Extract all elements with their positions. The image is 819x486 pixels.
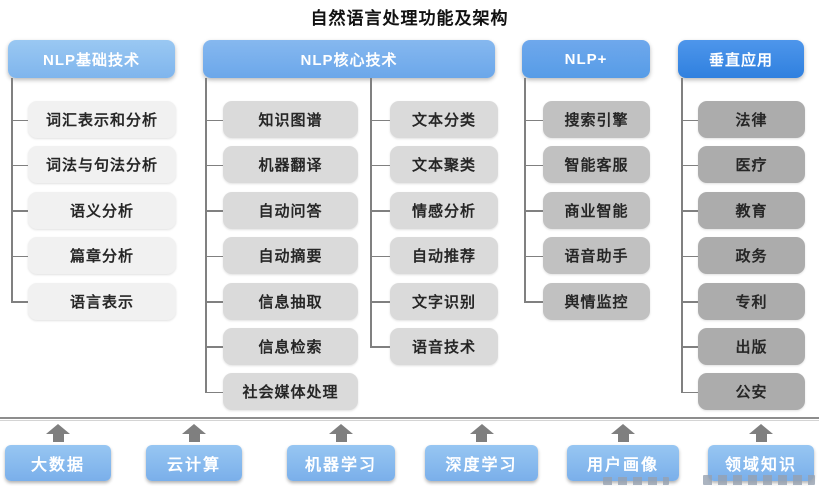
foundation-node: 深度学习 xyxy=(425,445,538,481)
diagram-node: 信息抽取 xyxy=(205,282,358,320)
foundation-unit: 云计算 xyxy=(146,424,242,481)
watermark-fragment xyxy=(703,475,815,485)
diagram-node: 医疗 xyxy=(681,146,805,184)
item-list-nlp-core-right: 文本分类文本聚类情感分析自动推荐文字识别语音技术 xyxy=(370,101,498,373)
watermark-fragment xyxy=(603,477,669,485)
diagram-node: 词汇表示和分析 xyxy=(11,101,176,138)
item-list-nlp-plus: 搜索引擎智能客服商业智能语音助手舆情监控 xyxy=(524,101,650,328)
diagram-node: 自动摘要 xyxy=(205,237,358,275)
item-list-nlp-basic: 词汇表示和分析词法与句法分析语义分析篇章分析语言表示 xyxy=(11,101,176,328)
diagram-node: 自动问答 xyxy=(205,191,358,229)
diagram-title: 自然语言处理功能及架构 xyxy=(310,9,509,28)
diagram-node: 舆情监控 xyxy=(524,282,650,320)
diagram-node: 社会媒体处理 xyxy=(205,373,358,411)
diagram-node: 词法与句法分析 xyxy=(11,146,176,184)
foundation-unit: 领域知识 xyxy=(708,424,814,481)
up-arrow-icon xyxy=(611,424,635,434)
diagram-node: 语义分析 xyxy=(11,191,176,229)
diagram-node: 政务 xyxy=(681,237,805,275)
diagram-node: 语音助手 xyxy=(524,237,650,275)
foundation-node: 大数据 xyxy=(5,445,111,481)
up-arrow-icon xyxy=(182,424,206,434)
connector-vline xyxy=(11,78,13,302)
column-header-nlp-core: NLP核心技术 xyxy=(203,40,495,78)
diagram-node: 搜索引擎 xyxy=(524,101,650,138)
diagram-node: 信息检索 xyxy=(205,327,358,365)
diagram-node: 篇章分析 xyxy=(11,237,176,275)
diagram-node: 机器翻译 xyxy=(205,146,358,184)
diagram-node: 商业智能 xyxy=(524,191,650,229)
connector-vline xyxy=(205,78,207,392)
up-arrow-icon xyxy=(329,424,353,434)
diagram-node: 教育 xyxy=(681,191,805,229)
separator-line-shadow xyxy=(0,420,819,421)
foundation-node: 机器学习 xyxy=(287,445,395,481)
up-arrow-stem xyxy=(52,434,64,442)
diagram-node: 文字识别 xyxy=(370,282,498,320)
foundation-node: 云计算 xyxy=(146,445,242,481)
diagram-node: 智能客服 xyxy=(524,146,650,184)
diagram-node: 文本分类 xyxy=(370,101,498,138)
diagram-node: 专利 xyxy=(681,282,805,320)
up-arrow-icon xyxy=(749,424,773,434)
diagram-node: 自动推荐 xyxy=(370,237,498,275)
item-list-nlp-core-left: 知识图谱机器翻译自动问答自动摘要信息抽取信息检索社会媒体处理 xyxy=(205,101,358,419)
up-arrow-stem xyxy=(617,434,629,442)
foundation-unit: 机器学习 xyxy=(287,424,395,481)
diagram-node: 公安 xyxy=(681,373,805,411)
up-arrow-icon xyxy=(46,424,70,434)
connector-vline xyxy=(370,78,372,347)
up-arrow-icon xyxy=(469,424,494,434)
up-arrow-stem xyxy=(476,434,487,442)
foundation-node: 用户画像 xyxy=(567,445,679,481)
foundation-unit: 大数据 xyxy=(5,424,111,481)
connector-vline xyxy=(524,78,526,302)
diagram-node: 语音技术 xyxy=(370,327,498,365)
diagram-node: 语言表示 xyxy=(11,282,176,320)
separator-line xyxy=(0,417,819,419)
connector-vline xyxy=(681,78,683,392)
up-arrow-stem xyxy=(188,434,200,442)
up-arrow-stem xyxy=(755,434,767,442)
diagram-node: 法律 xyxy=(681,101,805,138)
foundation-unit: 深度学习 xyxy=(425,424,538,481)
item-list-vertical-apps: 法律医疗教育政务专利出版公安 xyxy=(681,101,805,419)
up-arrow-stem xyxy=(335,434,347,442)
column-header-vertical-apps: 垂直应用 xyxy=(678,40,804,78)
diagram-node: 文本聚类 xyxy=(370,146,498,184)
foundation-unit: 用户画像 xyxy=(567,424,679,481)
diagram-node: 知识图谱 xyxy=(205,101,358,138)
column-header-nlp-basic: NLP基础技术 xyxy=(8,40,175,78)
diagram-node: 出版 xyxy=(681,327,805,365)
diagram-node: 情感分析 xyxy=(370,191,498,229)
column-header-nlp-plus: NLP+ xyxy=(522,40,650,78)
